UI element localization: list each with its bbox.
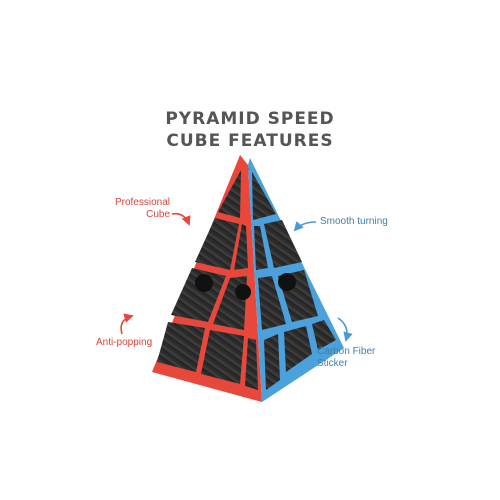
callout-anti-popping: Anti-popping <box>96 337 153 348</box>
right-face-stickers <box>252 172 336 390</box>
callout-professional-cube: Professional Cube <box>104 197 170 221</box>
callout-carbon-fiber-sticker: Carbon Fiber Sticker <box>317 346 375 370</box>
callout-professional-line-1: Professional <box>114 197 170 208</box>
callout-carbon-line-2: Sticker <box>317 358 348 369</box>
left-center-pivot <box>195 274 213 292</box>
curved-arrow-icon <box>171 212 191 226</box>
right-center-pivot <box>278 273 296 291</box>
curved-arrow-icon <box>120 313 134 335</box>
curved-arrow-icon <box>337 317 353 342</box>
infographic-title: PYRAMID SPEED CUBE FEATURES <box>0 108 500 152</box>
title-line-2: CUBE FEATURES <box>166 131 334 151</box>
callout-carbon-line-1: Carbon Fiber <box>317 346 376 357</box>
callout-smooth-turning: Smooth turning <box>320 216 388 227</box>
left-face-stickers <box>157 170 258 390</box>
pyramid-tip <box>236 155 250 170</box>
curved-arrow-icon <box>293 221 317 232</box>
middle-center-pivot <box>235 284 251 300</box>
title-line-1: PYRAMID SPEED <box>165 109 335 129</box>
callout-professional-line-2: Cube <box>146 209 170 220</box>
